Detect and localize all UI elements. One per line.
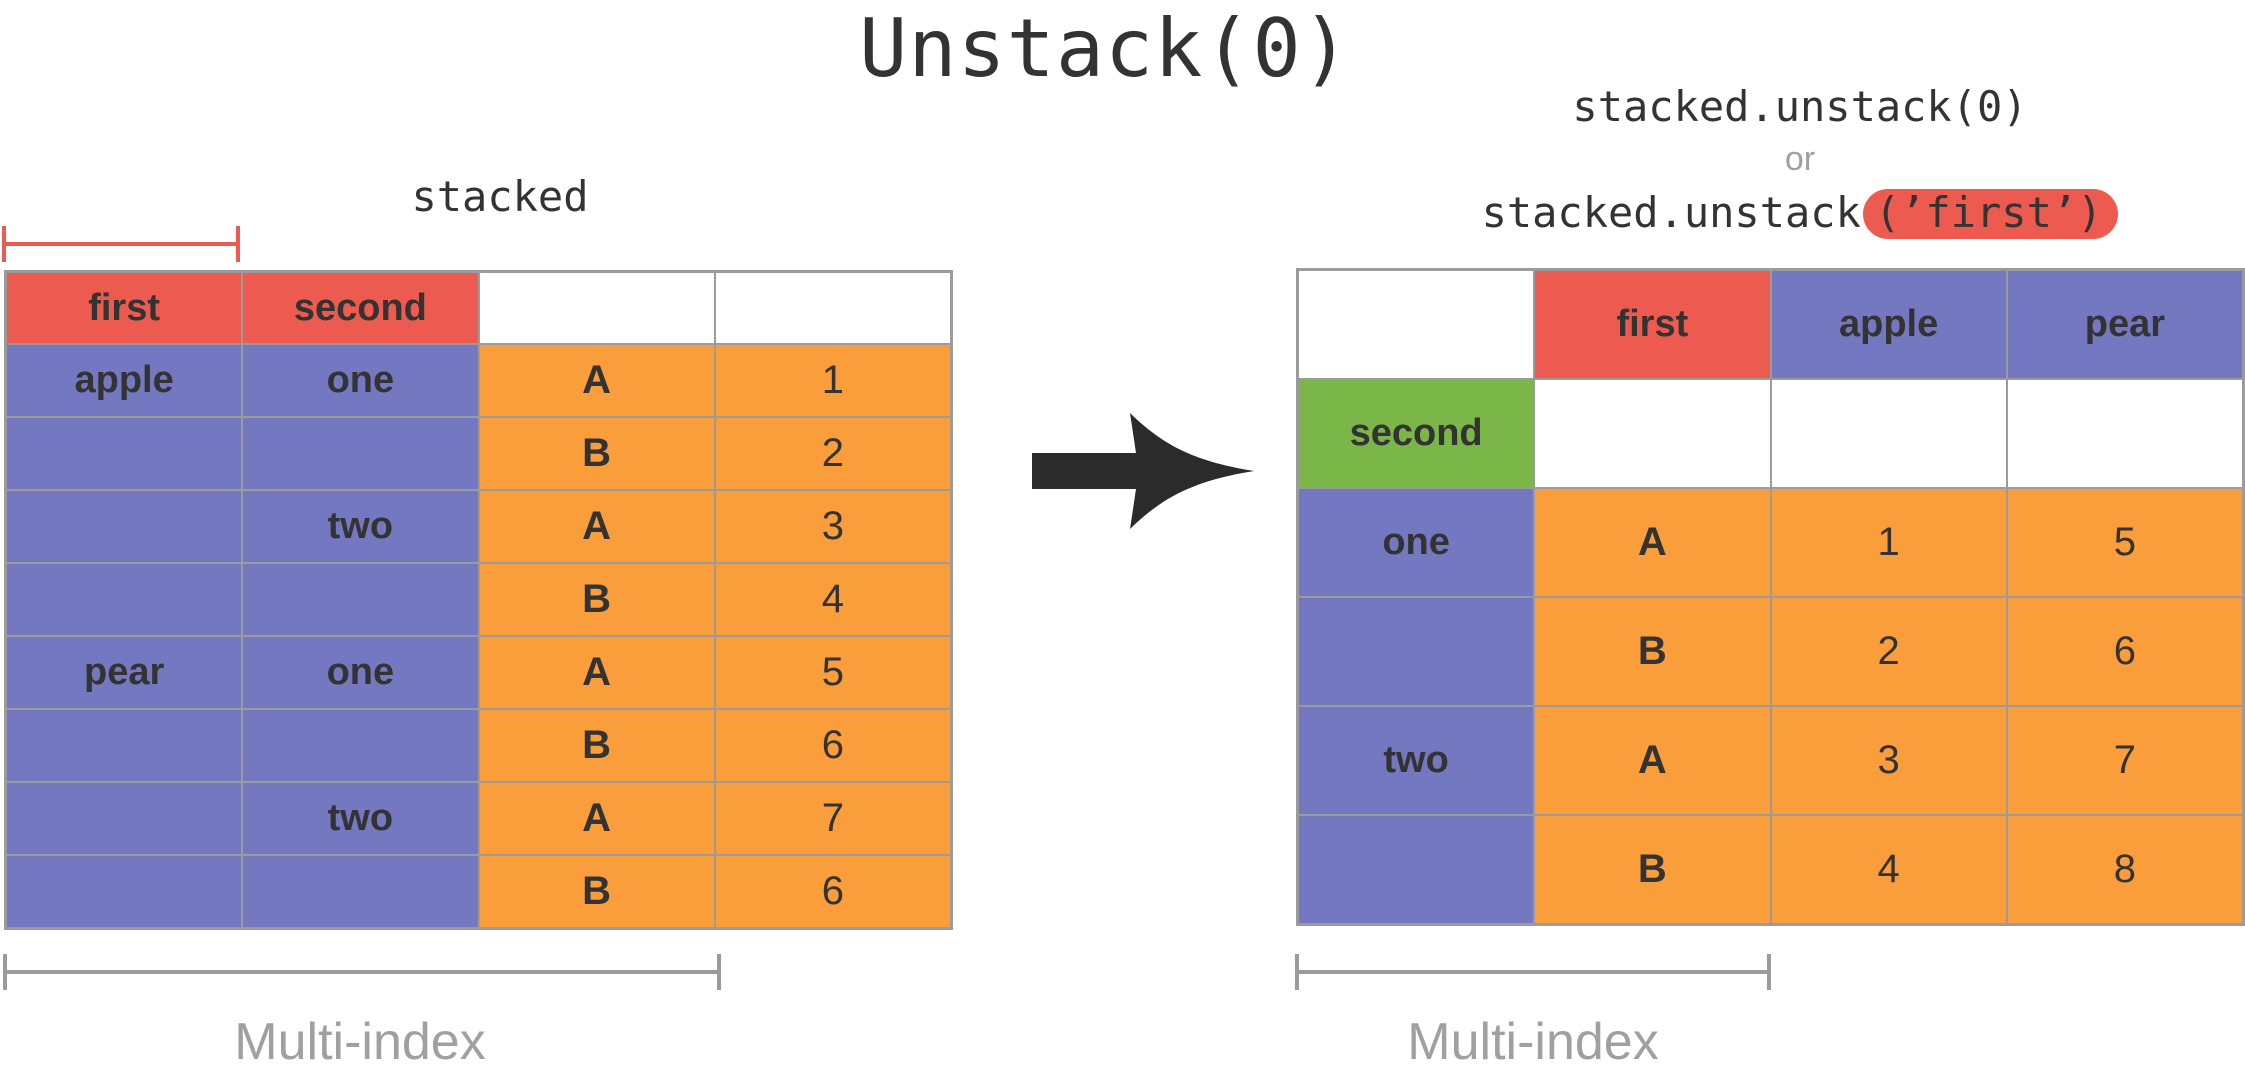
index-cell <box>242 563 479 636</box>
index-cell: B <box>478 563 715 636</box>
value-cell: 7 <box>714 782 951 855</box>
empty-cell <box>1534 379 1771 488</box>
value-cell: 3 <box>1770 706 2007 815</box>
value-cell: 1 <box>1770 488 2007 597</box>
value-cell: 5 <box>2006 488 2243 597</box>
index-cell <box>6 782 243 855</box>
index-cell: pear <box>6 636 243 709</box>
index-cell <box>1298 597 1535 706</box>
code-line-unstack-first: stacked.unstack(’first’) <box>1450 189 2150 239</box>
index-cell <box>6 855 243 928</box>
index-cell: A <box>1534 488 1771 597</box>
bracket-line <box>1295 970 1771 974</box>
index-cell <box>1298 815 1535 924</box>
bracket-line <box>2 242 240 246</box>
unstacked-table: first apple pear second one A 1 5 B 2 6 … <box>1296 268 2245 926</box>
index-name-cell-second: second <box>1298 379 1535 488</box>
bracket-line <box>3 970 721 974</box>
index-cell: A <box>478 782 715 855</box>
header-cell-apple: apple <box>1770 270 2007 379</box>
bracket-tick <box>717 954 721 990</box>
value-cell: 1 <box>714 344 951 417</box>
highlighted-arg: (’first’) <box>1862 189 2119 239</box>
code-line-unstack0: stacked.unstack(0) <box>1572 82 2028 131</box>
value-cell: 6 <box>714 709 951 782</box>
index-cell: A <box>1534 706 1771 815</box>
index-cell: one <box>1298 488 1535 597</box>
bracket-tick <box>236 226 240 262</box>
index-cell: two <box>242 490 479 563</box>
corner-cell <box>1298 270 1535 379</box>
multiindex-label-right: Multi-index <box>1407 1013 1659 1071</box>
header-cell-first: first <box>1534 270 1771 379</box>
index-cell: A <box>478 636 715 709</box>
index-cell: B <box>478 855 715 928</box>
value-cell: 2 <box>1770 597 2007 706</box>
empty-cell <box>1770 379 2007 488</box>
or-separator: or <box>1784 140 1816 178</box>
value-cell: 5 <box>714 636 951 709</box>
header-cell-second: second <box>242 272 479 344</box>
bracket-tick <box>1767 954 1771 990</box>
index-cell: one <box>242 344 479 417</box>
index-cell: apple <box>6 344 243 417</box>
value-cell: 6 <box>2006 597 2243 706</box>
index-cell <box>6 563 243 636</box>
index-cell: B <box>478 417 715 490</box>
value-cell: 3 <box>714 490 951 563</box>
index-cell: B <box>478 709 715 782</box>
multiindex-label-left: Multi-index <box>234 1013 486 1071</box>
index-cell <box>6 709 243 782</box>
code-prefix: stacked.unstack <box>1481 188 1861 237</box>
header-cell-empty <box>714 272 951 344</box>
value-cell: 7 <box>2006 706 2243 815</box>
index-cell <box>242 709 479 782</box>
index-cell: B <box>1534 815 1771 924</box>
value-cell: 2 <box>714 417 951 490</box>
header-cell-pear: pear <box>2006 270 2243 379</box>
empty-cell <box>2006 379 2243 488</box>
index-cell: A <box>478 490 715 563</box>
index-cell: two <box>1298 706 1535 815</box>
index-cell <box>6 417 243 490</box>
page-title: Unstack(0) <box>859 2 1351 95</box>
value-cell: 6 <box>714 855 951 928</box>
index-cell <box>6 490 243 563</box>
stacked-table-label: stacked <box>411 172 589 221</box>
index-cell: B <box>1534 597 1771 706</box>
header-cell-first: first <box>6 272 243 344</box>
multiindex-bracket-left <box>3 954 721 990</box>
arrow-right-icon <box>1032 400 1257 542</box>
code-annotation: stacked.unstack(0) or stacked.unstack(’f… <box>1450 86 2150 239</box>
index-cell <box>242 855 479 928</box>
index-cell <box>242 417 479 490</box>
value-cell: 4 <box>714 563 951 636</box>
multiindex-bracket-right <box>1295 954 1771 990</box>
first-level-bracket <box>2 226 240 262</box>
header-cell-empty <box>478 272 715 344</box>
index-cell: two <box>242 782 479 855</box>
stacked-table: first second apple one A 1 B 2 two A 3 B… <box>4 270 953 930</box>
index-cell: A <box>478 344 715 417</box>
value-cell: 8 <box>2006 815 2243 924</box>
index-cell: one <box>242 636 479 709</box>
value-cell: 4 <box>1770 815 2007 924</box>
